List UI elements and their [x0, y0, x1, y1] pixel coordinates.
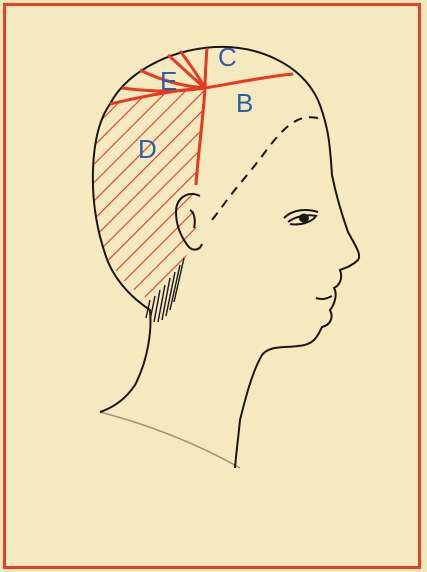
eye [284, 210, 318, 225]
collar-line [100, 412, 240, 468]
zone-label-b: B [236, 88, 253, 118]
zone-label-e: E [160, 66, 177, 96]
dashed-hairline [212, 117, 318, 220]
zone-label-c: C [218, 42, 237, 72]
mouth [316, 296, 332, 299]
zone-label-d: D [138, 134, 157, 164]
